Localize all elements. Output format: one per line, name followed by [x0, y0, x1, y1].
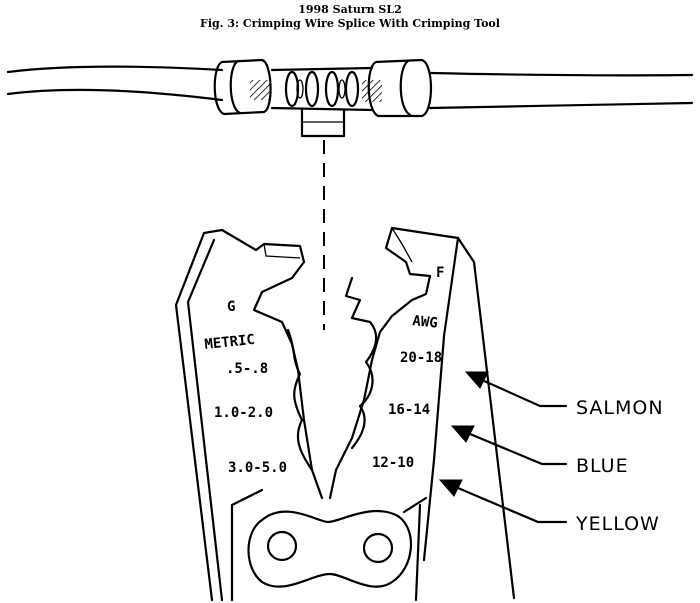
- document-title: 1998 Saturn SL2: [298, 3, 402, 16]
- left-hatch: [250, 80, 270, 100]
- callout-salmon: SALMON: [576, 397, 664, 419]
- metric-size-2: 1.0-2.0: [214, 405, 273, 421]
- callout-arrow-salmon: [464, 371, 568, 408]
- left-wire-bottom-edge: [6, 88, 224, 102]
- right-die-cavity: [344, 276, 378, 450]
- left-insulation-sleeve: [213, 58, 272, 116]
- barrel-rings: [284, 70, 360, 108]
- pivot-left-hole: [266, 530, 298, 562]
- awg-size-3: 12-10: [372, 455, 414, 471]
- metric-size-3: 3.0-5.0: [228, 460, 287, 476]
- awg-size-2: 16-14: [388, 402, 430, 418]
- right-wire-top-edge: [428, 71, 694, 77]
- left-jaw-inner-edge: [186, 238, 224, 602]
- left-jaw-outline: [174, 228, 324, 602]
- barrel-outline: [270, 66, 374, 112]
- left-jaw-letter: G: [227, 299, 235, 315]
- right-wire-bottom-edge: [428, 101, 694, 110]
- awg-heading: AWG: [412, 313, 439, 332]
- callout-yellow: YELLOW: [575, 513, 660, 535]
- crimp-die-block: [300, 108, 346, 138]
- tool-pivot: [247, 510, 412, 588]
- right-jaw-inner-edge: [422, 236, 460, 562]
- callout-arrow-blue: [450, 425, 568, 466]
- figure-caption: Fig. 3: Crimping Wire Splice With Crimpi…: [200, 17, 500, 30]
- left-sleeve-edge: [229, 59, 242, 115]
- crimping-tool: [174, 226, 516, 602]
- awg-size-1: 20-18: [400, 350, 442, 366]
- metric-heading: METRIC: [204, 332, 256, 353]
- left-wire-top-edge: [6, 65, 224, 74]
- right-insulation-sleeve: [367, 58, 432, 118]
- right-sleeve-edge: [399, 59, 412, 117]
- callout-blue: BLUE: [576, 455, 629, 477]
- left-die-cavity: [286, 328, 314, 472]
- metric-size-1: .5-.8: [226, 361, 268, 377]
- right-hatch: [362, 80, 382, 102]
- right-jaw-letter: F: [436, 265, 444, 281]
- wire-splice: [6, 58, 694, 138]
- callout-arrow-yellow: [438, 479, 568, 524]
- pivot-right-hole: [362, 532, 394, 564]
